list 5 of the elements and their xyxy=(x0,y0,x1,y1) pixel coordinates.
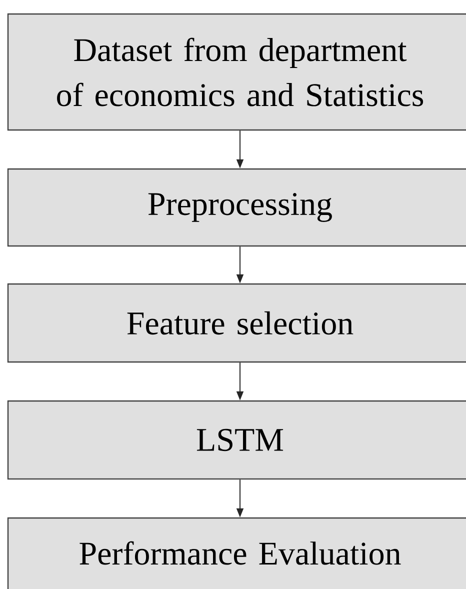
process-box: Feature selection xyxy=(7,283,466,363)
process-box: Dataset from department of economics and Statistics xyxy=(7,13,466,131)
process-box: Performance Evaluation xyxy=(7,517,466,589)
process-box: LSTM xyxy=(7,400,466,480)
process-box: Preprocessing xyxy=(7,168,466,247)
